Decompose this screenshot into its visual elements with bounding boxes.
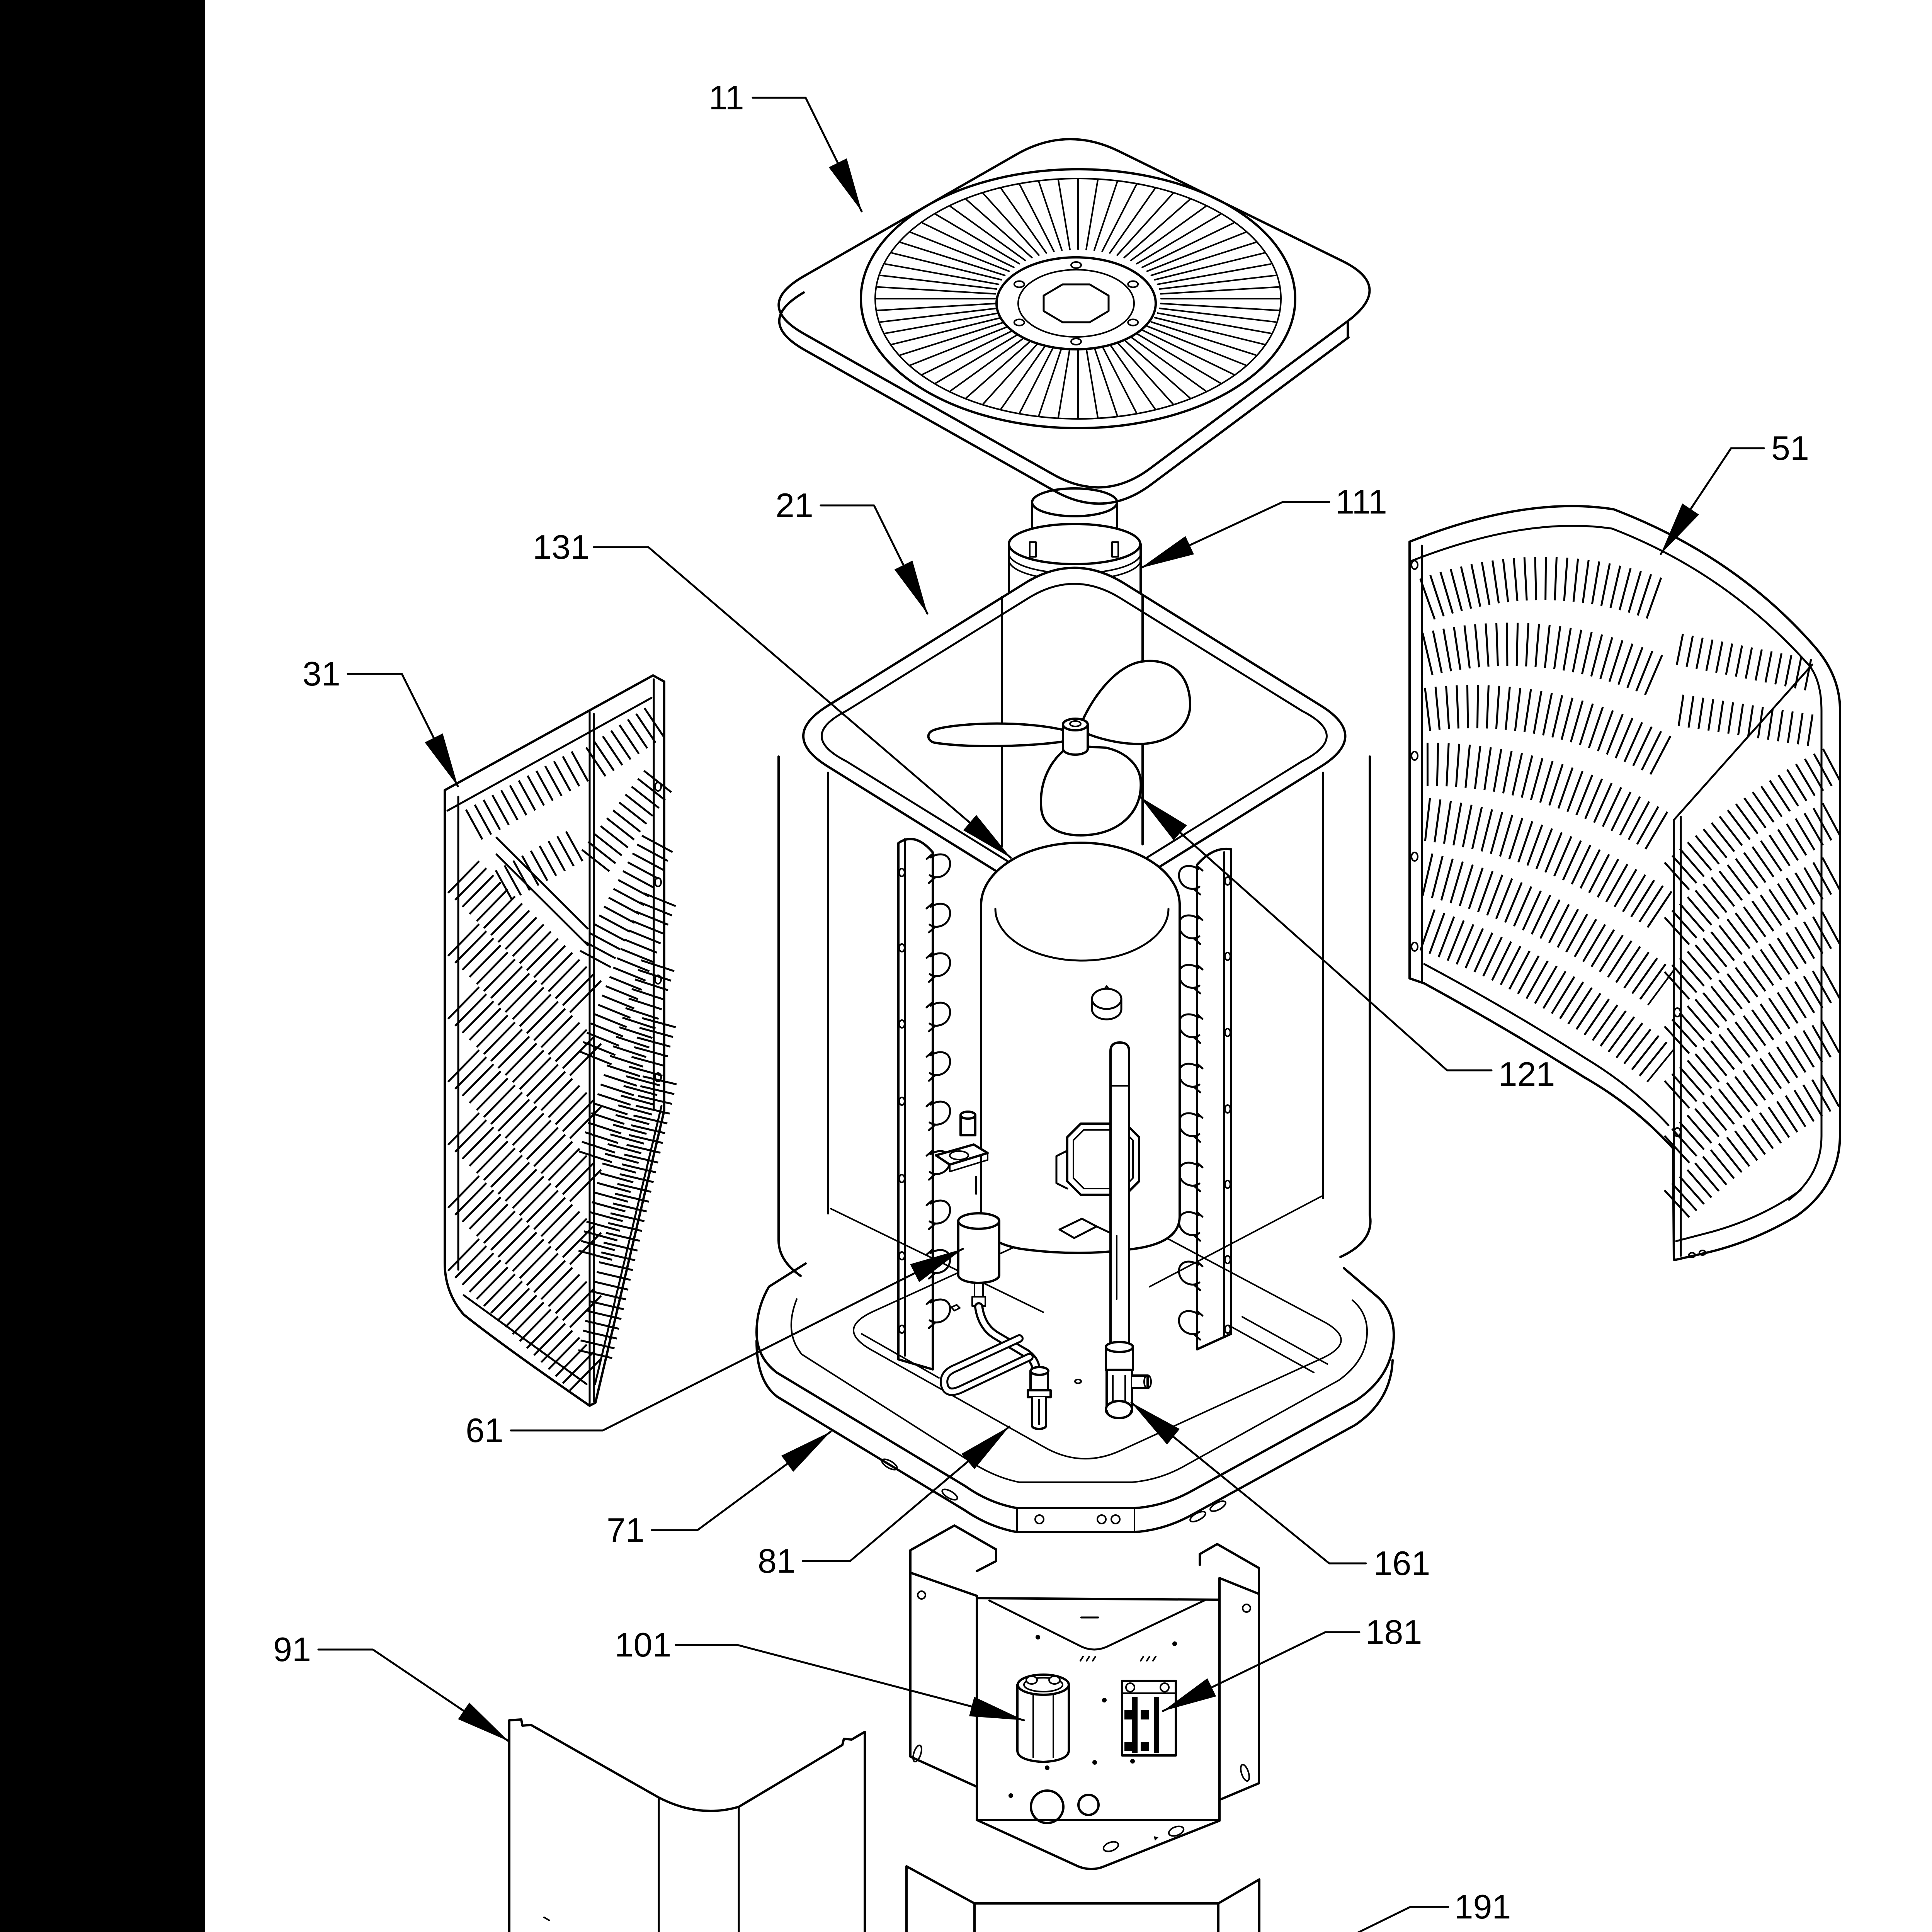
mounting-holes	[654, 782, 662, 1082]
panel-edge-thickness	[778, 291, 1350, 505]
louver-slots	[447, 704, 677, 1393]
callout-label-111: 111	[1335, 483, 1387, 521]
contactor	[1121, 1680, 1177, 1757]
control-box-face	[976, 1597, 1221, 1821]
control-box-bracket-right	[1199, 1543, 1260, 1595]
pipe-clamp	[1058, 1218, 1111, 1239]
run-capacitor	[1016, 1673, 1070, 1763]
coil-return-bends-left	[925, 853, 951, 1329]
filter-drier-assembly	[935, 1111, 1041, 1396]
callout-label-131: 131	[533, 528, 590, 566]
callout-label-191: 191	[1454, 1888, 1511, 1926]
fan-hub	[995, 256, 1157, 350]
callout-label-91: 91	[273, 1630, 311, 1668]
callout-label-121: 121	[1498, 1055, 1555, 1093]
discharge-pipe	[1105, 1041, 1134, 1371]
callout-label-161: 161	[1374, 1544, 1430, 1582]
callout-label-181: 181	[1366, 1613, 1422, 1651]
fan-hub-center-opening	[1043, 283, 1110, 323]
exploded-view-drawing: 11 21 31 51 61 71 81 91 101 111 121 131 …	[273, 78, 1844, 1932]
knockout-hole-small	[1077, 1794, 1100, 1816]
liquid-service-valve	[1027, 1366, 1052, 1430]
mounting-holes	[1411, 560, 1706, 1258]
knockout-hole-large	[1030, 1789, 1065, 1824]
fan-blade-hub	[1062, 723, 1089, 756]
callout-label-21: 21	[776, 486, 813, 524]
top-panel-fan-grille	[777, 138, 1371, 505]
cabinet-left-wall	[777, 755, 802, 1277]
control-box-bracket-left	[909, 1524, 997, 1574]
callout-labels: 11 21 31 51 61 71 81 91 101 111 121 131 …	[273, 78, 1809, 1926]
callout-label-11: 11	[709, 78, 744, 117]
callout-label-51: 51	[1771, 429, 1809, 467]
callout-label-101: 101	[615, 1626, 672, 1664]
base-pan	[755, 1214, 1395, 1533]
callout-leader-arrows	[317, 97, 1765, 1932]
callout-label-31: 31	[303, 655, 340, 693]
louvered-grille-right	[1408, 505, 1844, 1261]
compressor-terminal	[1091, 988, 1122, 1010]
cabinet-right-wall	[1339, 755, 1372, 1258]
suction-service-valve	[1105, 1369, 1152, 1419]
fan-opening-outer-ring	[860, 168, 1296, 429]
louver-slots	[1419, 557, 1844, 1218]
callout-label-81: 81	[758, 1542, 796, 1580]
corner-cover-panel	[508, 1718, 866, 1932]
filter-drier	[957, 1220, 1000, 1284]
louvered-grille-left	[444, 674, 677, 1407]
control-box	[909, 1524, 1260, 1870]
control-box-screws	[1009, 1635, 1177, 1798]
fan-hub-bolt-holes	[1013, 261, 1139, 345]
access-panel	[905, 1865, 1260, 1932]
fan-blade	[927, 660, 1192, 837]
callout-label-61: 61	[466, 1411, 503, 1449]
callout-label-71: 71	[607, 1511, 645, 1549]
coil-end-plate-left	[897, 838, 951, 1371]
fan-grille-spokes	[876, 179, 1280, 419]
left-matte-bar	[0, 0, 205, 1932]
control-box-bottom-flange	[976, 1819, 1221, 1870]
